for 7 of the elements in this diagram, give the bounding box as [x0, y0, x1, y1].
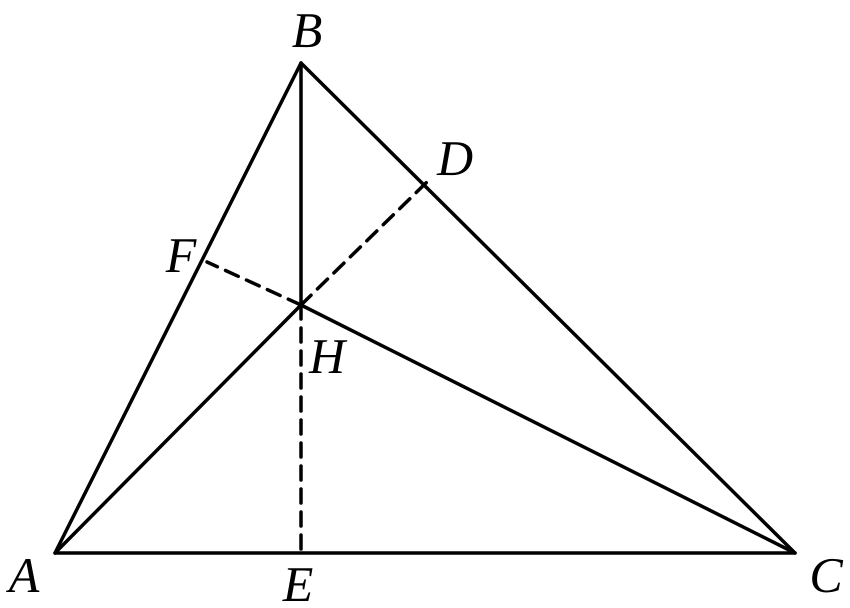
point-label: H	[308, 331, 346, 381]
point-label: B	[292, 5, 322, 55]
point-label: A	[8, 550, 40, 600]
point-label: C	[809, 550, 843, 600]
point-label: D	[436, 133, 474, 183]
point-label: F	[166, 230, 196, 280]
point-label: E	[282, 559, 314, 608]
